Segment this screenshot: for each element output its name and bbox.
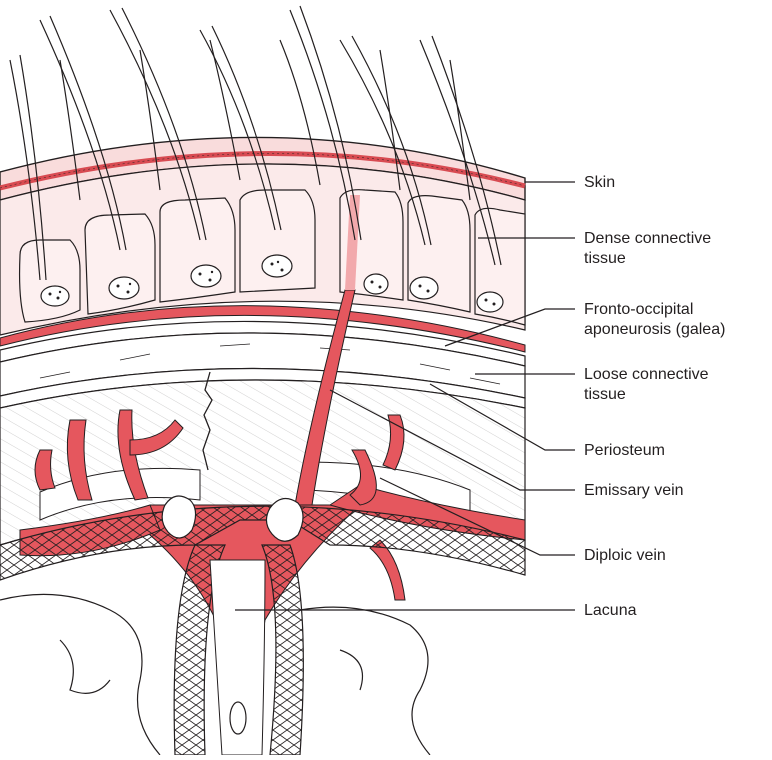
- label-diploic-vein: Diploic vein: [584, 546, 666, 566]
- label-lacuna: Lacuna: [584, 601, 637, 621]
- label-emissary-vein: Emissary vein: [584, 481, 684, 501]
- label-loose-connective-tissue: Loose connective tissue: [584, 365, 709, 405]
- label-periosteum: Periosteum: [584, 441, 665, 461]
- label-dense-connective-tissue: Dense connective tissue: [584, 229, 711, 269]
- label-skin: Skin: [584, 173, 615, 193]
- label-fronto-occipital-aponeurosis: Fronto-occipital aponeurosis (galea): [584, 300, 725, 340]
